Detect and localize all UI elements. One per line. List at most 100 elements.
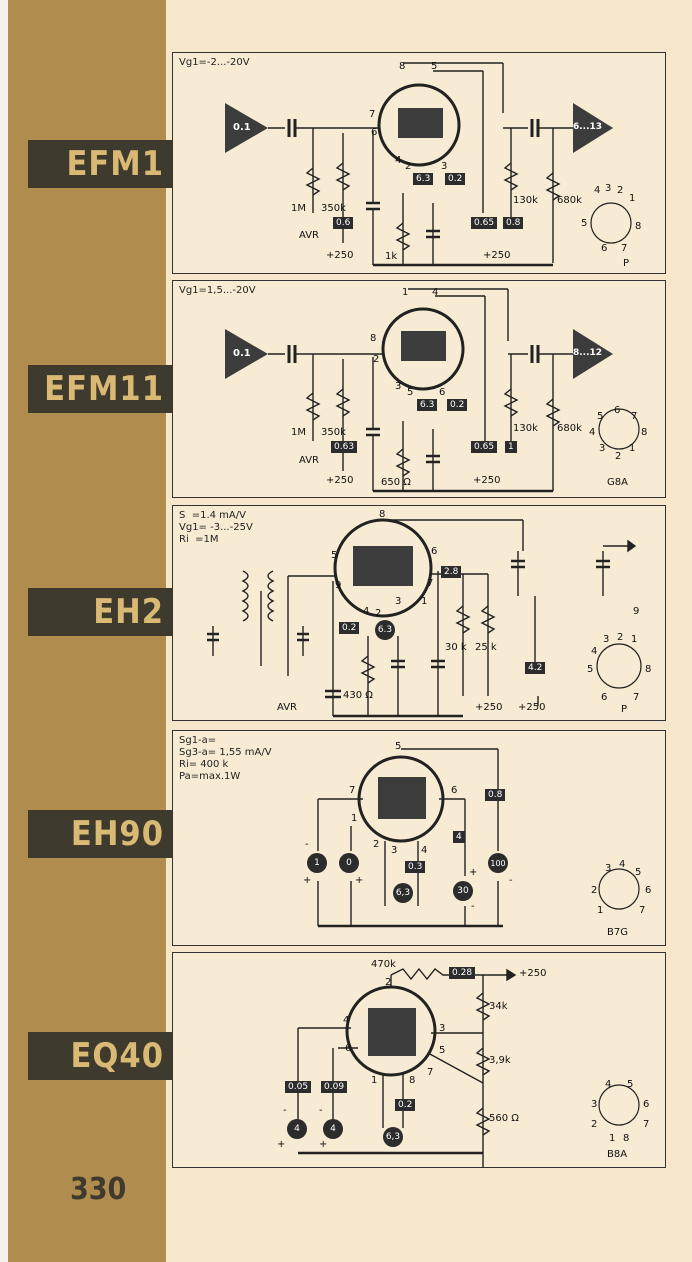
value-box: 2.8 (441, 566, 462, 578)
amp-input-label: 0.1 (233, 348, 251, 359)
tube-tab-eh90[interactable]: EH90 (28, 810, 172, 858)
pin-label: 5 (439, 1045, 446, 1056)
value-circle: 100 (488, 853, 508, 873)
socket-pin: 3 (591, 1099, 598, 1110)
circuit-eh2 (207, 518, 642, 718)
pin-label: 5 (395, 741, 402, 752)
socket-pin: 6 (601, 692, 608, 703)
pin-label: 1 (351, 813, 358, 824)
pin-label: 8 (370, 333, 377, 344)
value-box: 6.3 (413, 173, 434, 185)
value-box: 0.05 (285, 1081, 312, 1093)
value-box: 0.2 (445, 173, 466, 185)
component-label: +250 (475, 702, 503, 713)
tube-tab-efm1[interactable]: EFM1 (28, 140, 172, 188)
component-label: AVR (299, 455, 319, 466)
page-number: 330 (70, 1172, 127, 1207)
pin-label: 3 (391, 845, 398, 856)
pin-label: 4 (395, 155, 402, 166)
circuit-eq40 (297, 967, 640, 1167)
socket-pin: 4 (594, 185, 601, 196)
spec-text: Ri =1M (179, 534, 219, 545)
socket-pin: 1 (629, 443, 636, 454)
pin-label: 7 (427, 578, 434, 589)
pin-label: 1 (421, 596, 428, 607)
socket-type: P (623, 258, 630, 269)
pin-label: 6 (345, 1043, 352, 1054)
socket-pin: 1 (609, 1133, 616, 1144)
spec-text: Vg1= -3...-25V (179, 522, 253, 533)
value-box: 4.2 (525, 662, 546, 674)
pin-label: 5 (407, 387, 414, 398)
component-label: +250 (518, 702, 546, 713)
component-label: 650 Ω (381, 477, 411, 488)
spec-text: Vg1=1,5...-20V (179, 285, 256, 296)
pin-label: 7 (427, 1067, 434, 1078)
socket-pin: 5 (587, 664, 594, 675)
socket-pin: 5 (597, 411, 604, 422)
socket-type: P (621, 704, 628, 715)
value-circle: 6,3 (383, 1127, 403, 1147)
value-circle: 30 (453, 881, 473, 901)
panel-eh2: S =1.4 mA/V Vg1= -3...-25V Ri =1M 8 5 6 … (172, 505, 666, 721)
component-label: 130k (513, 423, 538, 434)
component-label: +250 (326, 475, 354, 486)
socket-pin: 4 (591, 646, 598, 657)
tube-tab-eh2[interactable]: EH2 (28, 588, 172, 636)
pin-label: 4 (343, 1015, 350, 1026)
pin-label: 6 (371, 127, 378, 138)
value-box: 1 (505, 441, 517, 453)
pin-label: 8 (379, 509, 386, 520)
socket-pin: 8 (623, 1133, 630, 1144)
amp-output-label: 8...12 (573, 348, 603, 358)
pin-label: 7 (349, 785, 356, 796)
component-label: 680k (557, 423, 582, 434)
component-label: +250 (473, 475, 501, 486)
pin-label: 2 (385, 977, 392, 988)
component-label: 25 k (475, 642, 497, 653)
component-label: 30 k (445, 642, 467, 653)
component-label: 1k (385, 251, 398, 262)
circuit-efm1 (225, 62, 632, 267)
pin-label: 4 (363, 606, 370, 617)
pin-label: 5 (431, 61, 438, 72)
tube-tab-eq40[interactable]: EQ40 (28, 1032, 172, 1080)
pin-label: 3 (439, 1023, 446, 1034)
socket-pin: 8 (645, 664, 652, 675)
polarity-label: + (303, 875, 312, 886)
page-edge (0, 0, 8, 1262)
socket-pin: 2 (591, 1119, 598, 1130)
panel-eh90: Sg1-a= Sg3-a= 1,55 mA/V Ri= 400 k Pa=max… (172, 730, 666, 946)
circuit-efm11 (225, 288, 640, 493)
socket-pin: 2 (617, 185, 624, 196)
socket-pin: 3 (599, 443, 606, 454)
socket-type: G8A (607, 477, 628, 488)
panel-efm11: Vg1=1,5...-20V 0.1 8...12 1 4 8 2 3 5 6 … (172, 280, 666, 498)
value-circle: 4 (287, 1119, 307, 1139)
tube-tab-efm11[interactable]: EFM11 (28, 365, 172, 413)
pin-label: 6 (431, 546, 438, 557)
pin-label: 1 (402, 287, 409, 298)
spec-text: Vg1=-2...-20V (179, 57, 250, 68)
value-box: 0.8 (503, 217, 524, 229)
pin-label: 2 (373, 354, 380, 365)
component-label: AVR (277, 702, 297, 713)
polarity-label: + (355, 875, 364, 886)
pin-label: 7 (369, 109, 376, 120)
value-circle: 6,3 (393, 883, 413, 903)
component-label: 1M (291, 203, 306, 214)
component-label: 34k (489, 1001, 508, 1012)
pin-label: 6 (439, 387, 446, 398)
socket-pin: 6 (601, 243, 608, 254)
pin-label: 6 (451, 785, 458, 796)
pin-label: 4 (421, 845, 428, 856)
pin-label: 4 (432, 287, 439, 298)
socket-pin: 5 (635, 867, 642, 878)
value-box: 6.3 (417, 399, 438, 411)
value-circle: 1 (307, 853, 327, 873)
socket-pin: 7 (639, 905, 646, 916)
socket-pin: 1 (631, 634, 638, 645)
socket-pin: 1 (629, 193, 636, 204)
polarity-label: - (319, 1105, 323, 1116)
component-label: 430 Ω (343, 690, 373, 701)
